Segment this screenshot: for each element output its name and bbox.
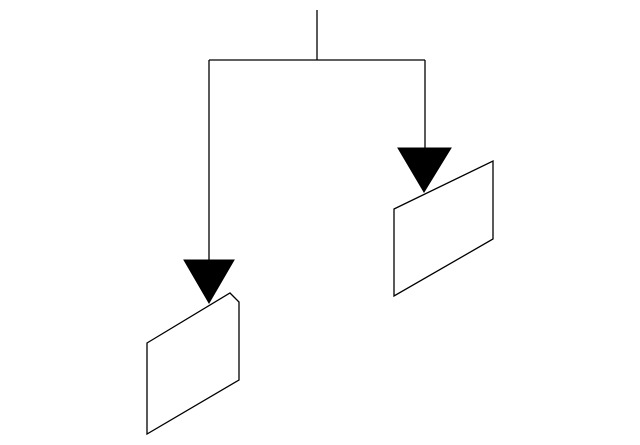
left-arrowhead-icon bbox=[183, 259, 235, 304]
right-arrowhead-icon bbox=[397, 147, 452, 193]
right-branch-node bbox=[393, 159, 494, 298]
left-branch-node bbox=[146, 292, 240, 436]
